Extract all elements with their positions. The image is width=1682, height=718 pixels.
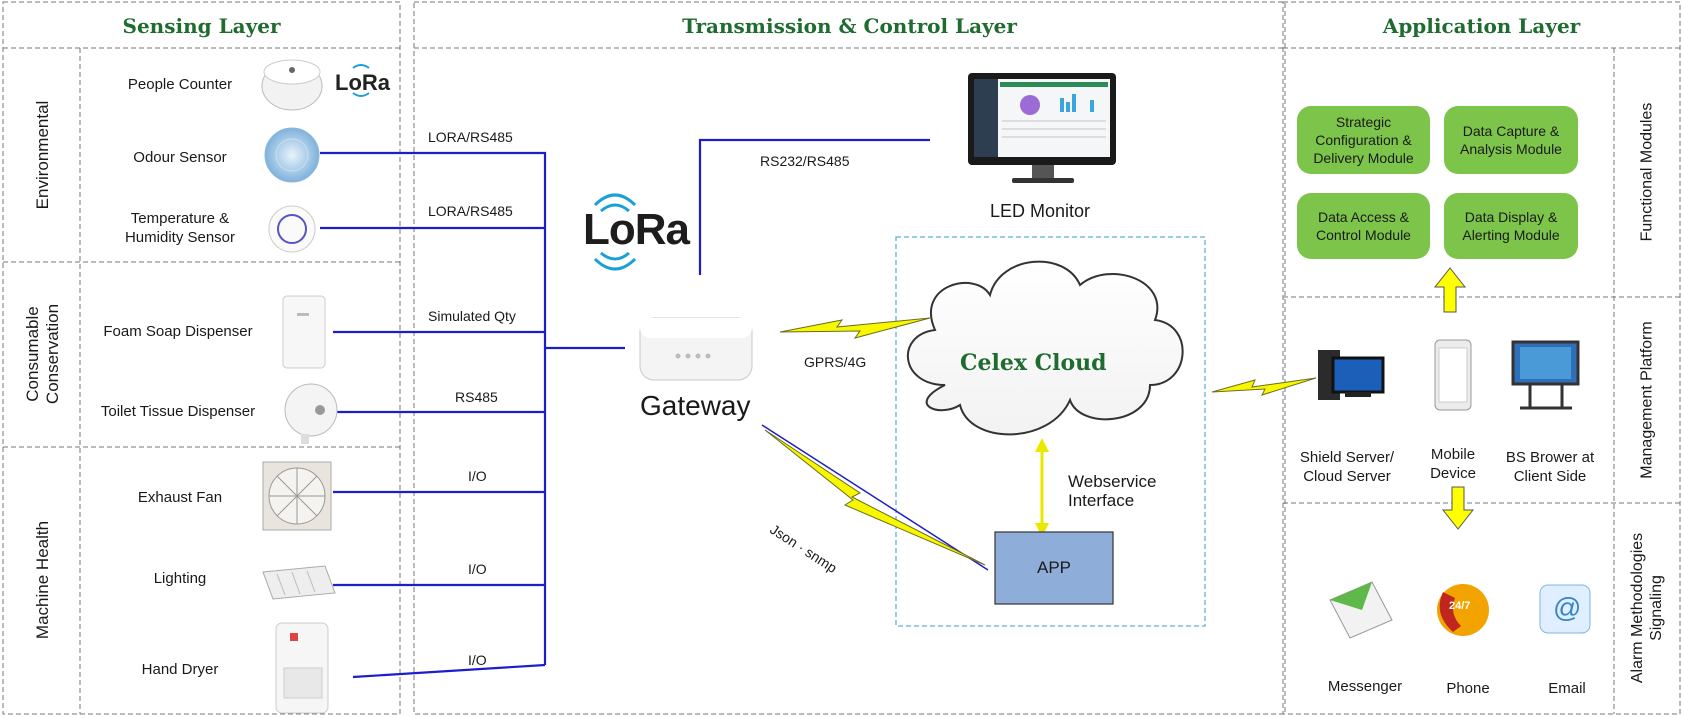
wireless-bolts bbox=[764, 317, 1317, 566]
device-lighting: Lighting bbox=[153, 570, 207, 587]
kiosk-icon bbox=[1511, 340, 1580, 410]
odour-sensor-icon bbox=[264, 127, 320, 183]
device-exhaust-fan: Exhaust Fan bbox=[137, 489, 223, 506]
led-monitor-label: LED Monitor bbox=[990, 201, 1091, 221]
app-label: APP bbox=[1036, 558, 1072, 577]
envelope-icon bbox=[1329, 581, 1393, 639]
conn-fan: I/O bbox=[468, 468, 487, 484]
conn-temp: LORA/RS485 bbox=[428, 203, 513, 219]
group-consumable-label: Consumable Conservation bbox=[23, 303, 62, 405]
flow-arrows bbox=[1035, 267, 1475, 537]
lora-logo-small: LoRa bbox=[335, 70, 390, 95]
module-data-access: Data Access &Control Module bbox=[1297, 193, 1430, 259]
conn-lighting: I/O bbox=[468, 561, 487, 577]
gateway-icon bbox=[639, 317, 753, 381]
cloud-icon bbox=[907, 260, 1184, 436]
application-layer-title: Application Layer bbox=[1382, 14, 1581, 38]
app-box bbox=[994, 531, 1114, 605]
lora-signal-small-icon bbox=[352, 64, 370, 97]
sensing-layer-title: Sensing Layer bbox=[122, 14, 281, 38]
conn-tissue: RS485 bbox=[455, 389, 498, 405]
bus-wires bbox=[320, 138, 989, 679]
server-icon bbox=[1318, 350, 1385, 400]
device-odour-sensor: Odour Sensor bbox=[133, 149, 227, 166]
email-glyph: @ bbox=[1553, 592, 1582, 623]
phone-badge: 24/7 bbox=[1449, 600, 1471, 612]
group-environmental-label: Environmental bbox=[33, 100, 52, 210]
conn-gprs: GPRS/4G bbox=[804, 354, 867, 370]
phone-icon bbox=[1437, 584, 1489, 636]
device-temp-humidity: Temperature & Humidity Sensor bbox=[124, 210, 236, 246]
exhaust-fan-icon bbox=[262, 461, 332, 531]
hand-dryer-icon bbox=[275, 622, 329, 714]
soap-dispenser-icon bbox=[282, 295, 326, 369]
tissue-dispenser-icon bbox=[284, 383, 338, 444]
people-counter-icon bbox=[261, 59, 323, 111]
device-hand-dryer: Hand Dryer bbox=[141, 661, 219, 678]
group-machine-label: Machine Health bbox=[33, 520, 52, 640]
webservice-label: Webservice Interface bbox=[1068, 472, 1157, 510]
device-foam-soap: Foam Soap Dispenser bbox=[103, 323, 253, 340]
section-management-platform: Management Platform bbox=[1638, 321, 1656, 479]
conn-monitor: RS232/RS485 bbox=[760, 153, 850, 169]
module-data-capture: Data Capture &Analysis Module bbox=[1444, 106, 1578, 174]
transmission-layer-title: Transmission & Control Layer bbox=[682, 14, 1017, 38]
device-people-counter: People Counter bbox=[127, 76, 233, 93]
platform-server-label: Shield Server/Cloud Server bbox=[1299, 449, 1395, 485]
email-icon bbox=[1539, 584, 1591, 634]
lora-signal-icon bbox=[593, 193, 637, 271]
lora-logo: LoRa bbox=[583, 205, 690, 254]
monitor-icon bbox=[968, 73, 1116, 183]
conn-foam: Simulated Qty bbox=[428, 308, 516, 324]
lighting-icon bbox=[262, 565, 336, 600]
gateway-label: Gateway bbox=[640, 390, 751, 421]
cloud-label: Celex Cloud bbox=[960, 350, 1107, 376]
mobile-icon bbox=[1434, 339, 1472, 411]
module-data-display: Data Display &Alerting Module bbox=[1444, 193, 1578, 259]
device-toilet-tissue: Toilet Tissue Dispenser bbox=[100, 403, 256, 420]
alarm-email-label: Email bbox=[1548, 680, 1586, 697]
conn-dryer: I/O bbox=[468, 652, 487, 668]
conn-odour: LORA/RS485 bbox=[428, 129, 513, 145]
alarm-phone-label: Phone bbox=[1446, 680, 1490, 697]
section-functional-modules: Functional Modules bbox=[1638, 102, 1656, 242]
humidity-sensor-icon bbox=[268, 205, 316, 253]
section-alarm-signaling: Alarm Methodologies Signaling bbox=[1629, 532, 1665, 684]
alarm-messenger-label: Messenger bbox=[1327, 678, 1403, 695]
